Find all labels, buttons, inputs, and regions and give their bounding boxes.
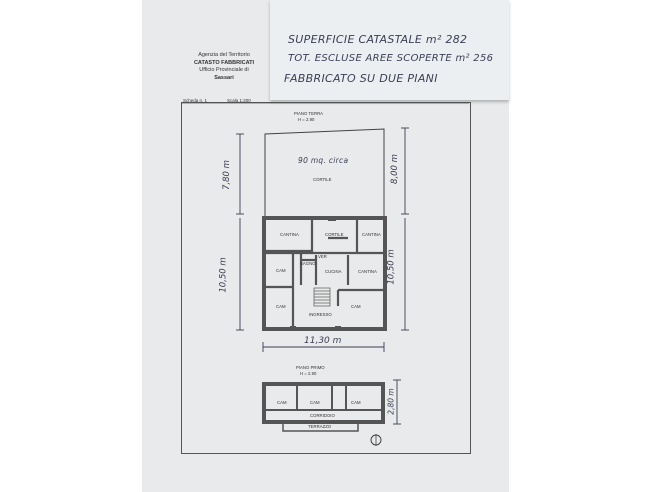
agency-department: CATASTO FABBRICATI: [193, 59, 255, 66]
note-line-floors: FABBRICATO SU DUE PIANI: [284, 72, 438, 85]
note-line-surface: SUPERFICIE CATASTALE m² 282: [288, 33, 468, 46]
room-bagno: BAGNO: [300, 261, 316, 266]
first-floor-title: PIANO PRIMO: [296, 365, 325, 370]
agency-office: Ufficio Provinciale di: [199, 67, 249, 73]
plan-frame: [181, 102, 471, 454]
room-cam-1: CAM: [276, 268, 286, 273]
room-cam-2: CAM: [276, 304, 286, 309]
dim-right-top: 8,00 m: [389, 154, 400, 184]
agency-header: Agenzia del Territorio CATASTO FABBRICAT…: [180, 52, 268, 82]
room-ver: VER: [318, 254, 327, 259]
agency-name: Agenzia del Territorio: [198, 52, 250, 58]
note-line-excluded: TOT. ESCLUSE AREE SCOPERTE m² 256: [288, 53, 494, 64]
first-floor-terrazzo: TERRAZZO: [308, 424, 332, 429]
ground-floor-title: PIANO TERRA: [294, 111, 324, 116]
dim-first-floor-right: 2,80 m: [386, 388, 396, 415]
first-floor-cam-3: CAM: [351, 400, 361, 405]
dim-right-bottom: 10,50 m: [386, 249, 397, 285]
scale-label: Scala 1:200: [227, 98, 251, 103]
first-floor-height: H = 2.90: [300, 371, 317, 376]
room-cantina-mid: CANTINA: [358, 269, 377, 274]
court-area-note: 90 mq. circa: [298, 156, 349, 165]
dim-left-bottom: 10,50 m: [218, 257, 229, 293]
room-cortile-small: CORTILE: [325, 232, 344, 237]
room-cantina-left: CANTINA: [280, 232, 299, 237]
room-cucina: CUCINA: [325, 269, 342, 274]
handwritten-note: SUPERFICIE CATASTALE m² 282 TOT. ESCLUSE…: [270, 0, 509, 100]
first-floor-corridoio: CORRIDOIO: [310, 413, 335, 418]
dim-left-top: 7,80 m: [221, 160, 232, 190]
first-floor-cam-1: CAM: [277, 400, 287, 405]
dim-bottom-width: 11,30 m: [304, 336, 342, 346]
ground-floor-height: H = 2.90: [298, 117, 315, 122]
scheda-number: Scheda n. 1: [183, 98, 208, 103]
room-cortile: CORTILE: [313, 177, 332, 182]
first-floor-cam-2: CAM: [310, 400, 320, 405]
room-cam-3: CAM: [351, 304, 361, 309]
room-ingresso: INGRESSO: [309, 312, 332, 317]
agency-city: Sassari: [214, 74, 234, 81]
room-cantina-right: CANTINA: [362, 232, 381, 237]
